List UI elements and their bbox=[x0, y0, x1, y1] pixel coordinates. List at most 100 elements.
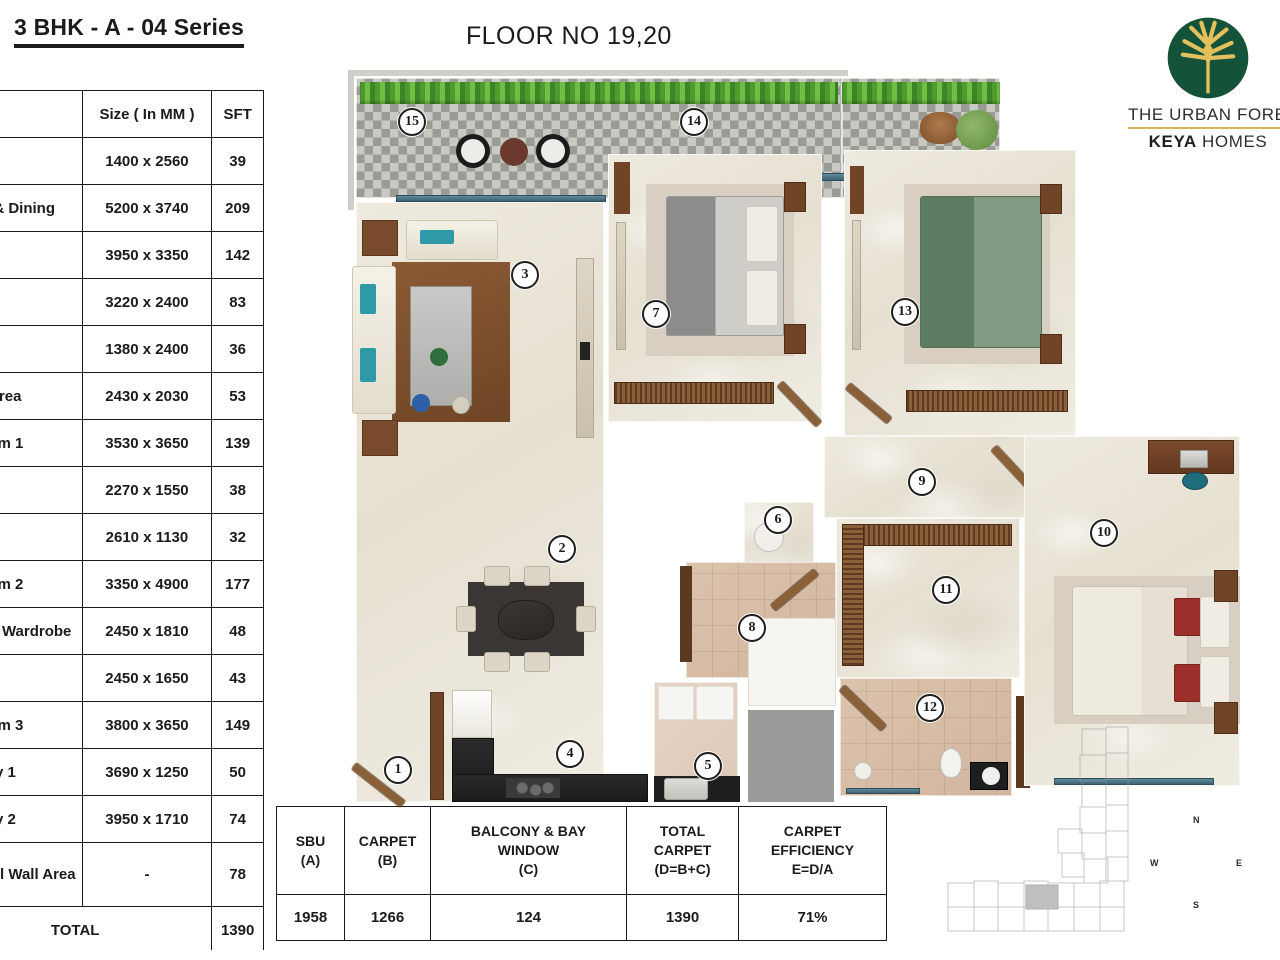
cell-size: 3800 x 3650 bbox=[81, 701, 213, 749]
col-header-size: Size ( In MM ) bbox=[81, 90, 213, 138]
service-duct bbox=[748, 710, 834, 802]
dining-table bbox=[498, 600, 554, 640]
cell-sft: 36 bbox=[211, 325, 264, 373]
bedroom-2-pillow-2 bbox=[1200, 656, 1230, 708]
marker-bedroom-1[interactable]: 7 bbox=[642, 300, 670, 328]
marker-balcony-1[interactable]: 14 bbox=[680, 108, 708, 136]
cell-size: 5200 x 3740 bbox=[81, 184, 213, 232]
bedroom-1-wardrobe bbox=[614, 382, 774, 404]
marker-walkin-wardrobe[interactable]: 11 bbox=[932, 576, 960, 604]
logo-brand-keya: KEYA bbox=[1148, 132, 1197, 151]
summary-header-carpet: CARPET(B) bbox=[344, 806, 431, 895]
bedroom-2-nightstand-2 bbox=[1214, 702, 1238, 734]
bedroom-1-cupboard bbox=[614, 162, 630, 214]
floor-pouf-blue bbox=[412, 394, 430, 412]
cell-size: 3690 x 1250 bbox=[81, 748, 213, 796]
bedroom-3-bed bbox=[920, 196, 1042, 348]
dining-chair-6 bbox=[576, 606, 596, 632]
marker-foyer[interactable]: 1 bbox=[384, 756, 412, 784]
cell-sft: 177 bbox=[211, 560, 264, 608]
coffee-table bbox=[410, 286, 472, 406]
cell-sft: 74 bbox=[211, 795, 264, 843]
cell-area: Utility bbox=[0, 325, 83, 373]
balcony-table bbox=[500, 138, 528, 166]
compass-south-label: S bbox=[1193, 900, 1200, 910]
window-toilet-2 bbox=[846, 788, 920, 794]
cell-area: External Wall Area bbox=[0, 842, 83, 907]
marker-living[interactable]: 3 bbox=[511, 261, 539, 289]
toilet-2-basin bbox=[854, 762, 872, 780]
bedroom-1-pillow-1 bbox=[746, 206, 778, 262]
cell-size: 3950 x 3350 bbox=[81, 231, 213, 279]
dining-chair-3 bbox=[484, 652, 510, 672]
cell-area: Walk-in Wardrobe bbox=[0, 607, 83, 655]
toilet-2-shower bbox=[970, 762, 1008, 790]
tv-screen bbox=[580, 342, 590, 360]
dining-chair-5 bbox=[456, 606, 476, 632]
cell-area: Foyer bbox=[0, 137, 83, 185]
marker-balcony-2[interactable]: 15 bbox=[398, 108, 426, 136]
plan-outline-top bbox=[348, 70, 848, 76]
bedroom-2-chair bbox=[1182, 472, 1208, 490]
compass-east-label: E bbox=[1236, 858, 1243, 868]
cell-size: 2610 x 1130 bbox=[81, 513, 213, 561]
marker-bedroom-2[interactable]: 10 bbox=[1090, 519, 1118, 547]
toilet-1-door-frame bbox=[680, 566, 692, 662]
marker-toilet-2[interactable]: 12 bbox=[916, 694, 944, 722]
col-header-sft: SFT bbox=[211, 90, 264, 138]
tree-icon bbox=[1167, 17, 1249, 99]
cell-size: 1380 x 2400 bbox=[81, 325, 213, 373]
bedroom-2-monitor bbox=[1180, 450, 1208, 468]
cell-sft: 39 bbox=[211, 137, 264, 185]
compass-north-label: N bbox=[1193, 815, 1200, 825]
table-row: External Wall Area-78 bbox=[0, 842, 264, 907]
key-plan-diagram bbox=[947, 726, 1129, 932]
bedroom-2-bed bbox=[1072, 586, 1188, 716]
cell-sft: 78 bbox=[211, 842, 264, 907]
summary-value-efficiency: 71% bbox=[738, 894, 887, 941]
marker-dining[interactable]: 2 bbox=[548, 535, 576, 563]
marker-bedroom-3[interactable]: 13 bbox=[891, 298, 919, 326]
key-plan-highlight bbox=[1025, 884, 1059, 910]
walkin-wardrobe-top bbox=[842, 524, 1012, 546]
table-header-row: Area Size ( In MM ) SFT bbox=[0, 90, 264, 138]
cell-area: Kitchen bbox=[0, 278, 83, 326]
cell-size: 1400 x 2560 bbox=[81, 137, 213, 185]
foyer-shoe-cabinet bbox=[430, 692, 444, 800]
plan-outline-left bbox=[348, 70, 354, 210]
utility-sink bbox=[664, 778, 708, 800]
floor-pouf-beige bbox=[452, 396, 470, 414]
bedroom-3-wardrobe bbox=[906, 390, 1068, 412]
marker-kitchen[interactable]: 4 bbox=[556, 740, 584, 768]
bedroom-3-nightstand-2 bbox=[1040, 334, 1062, 364]
cell-area: Balcony 1 bbox=[0, 748, 83, 796]
summary-value-total-carpet: 1390 bbox=[626, 894, 739, 941]
marker-toilet-1[interactable]: 8 bbox=[738, 614, 766, 642]
marker-utility[interactable]: 5 bbox=[694, 752, 722, 780]
balcony-planter-brown bbox=[920, 112, 960, 144]
cell-sft: 43 bbox=[211, 654, 264, 702]
marker-wash-area[interactable]: 6 bbox=[764, 506, 792, 534]
washing-machine bbox=[658, 686, 694, 720]
balcony-hedge-right bbox=[842, 82, 1000, 104]
cell-sft: 139 bbox=[211, 419, 264, 467]
marker-dryer[interactable]: 9 bbox=[908, 468, 936, 496]
balcony-chair-right bbox=[536, 134, 570, 168]
cell-area: Balcony 2 bbox=[0, 795, 83, 843]
cell-sft: 38 bbox=[211, 466, 264, 514]
total-sft: 1390 bbox=[211, 906, 264, 950]
